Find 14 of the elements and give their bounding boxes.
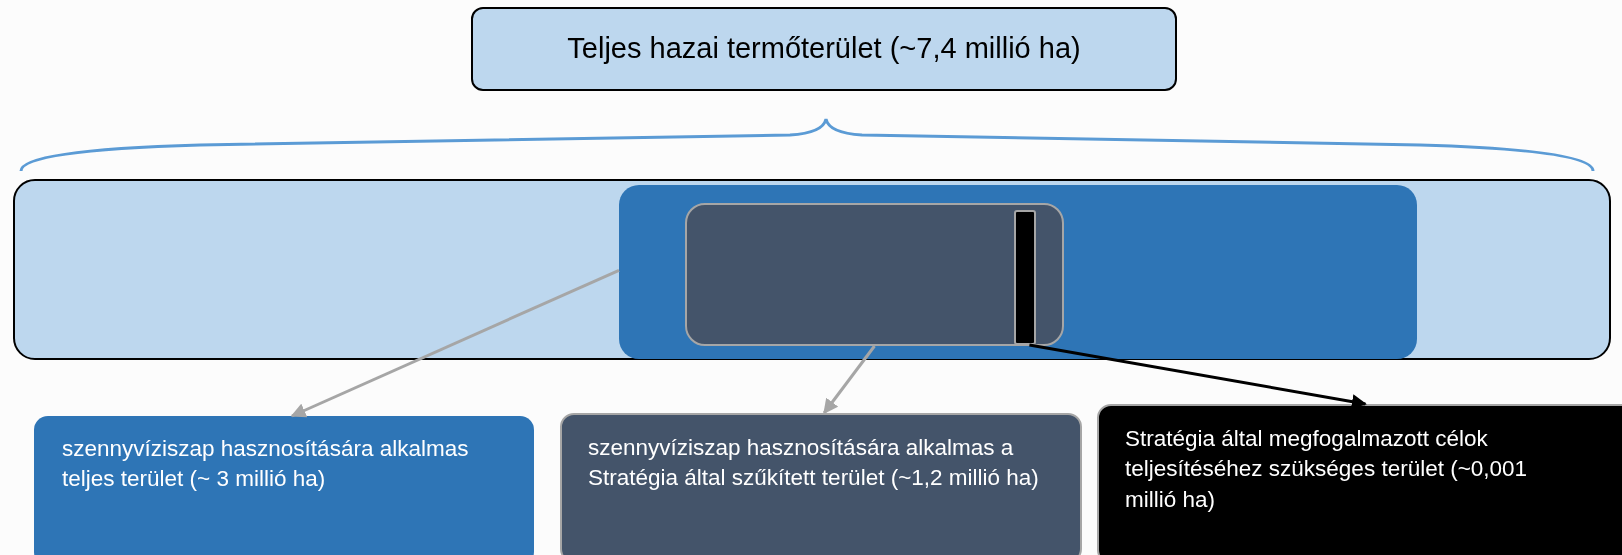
suitable-area-box — [619, 185, 1417, 359]
description-text: Stratégia által megfogalmazott célok teljesítéséhez szükséges terület (~0,001 millió ha) — [1125, 425, 1529, 514]
required-area-bar — [1014, 210, 1036, 345]
title-text: Teljes hazai termőterület (~7,4 millió ha) — [567, 31, 1081, 67]
strategy-area-box — [685, 203, 1064, 346]
arrow — [822, 345, 876, 415]
description-text: szennyvíziszap hasznosítására alkalmas teljes terület (~ 3 millió ha) — [62, 435, 470, 494]
info-box — [34, 416, 534, 555]
land-area-band — [13, 179, 1611, 360]
info-box — [560, 413, 1082, 555]
arrow — [290, 268, 620, 418]
info-box — [1097, 404, 1622, 555]
description-text: szennyvíziszap hasznosítására alkalmas a Stratégia által szűkített terület (~1,2 millió ha) — [588, 434, 1040, 493]
title-box — [471, 7, 1177, 91]
